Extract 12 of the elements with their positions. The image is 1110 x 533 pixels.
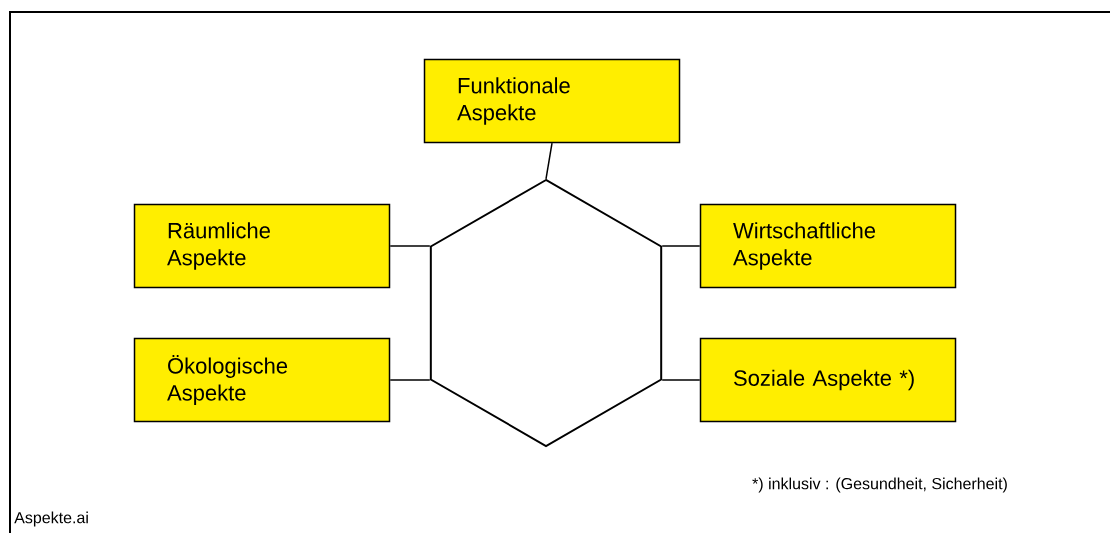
connector-line: [545, 142, 553, 180]
connector-line: [661, 379, 701, 381]
connector-line: [389, 379, 431, 381]
aspect-box: Wirtschaftliche Aspekte: [699, 203, 957, 289]
footnote: *) inklusiv : (Gesundheit, Sicherheit): [752, 477, 1007, 493]
connector-line: [661, 245, 701, 247]
aspect-box: Funktionale Aspekte: [423, 58, 681, 144]
aspect-box: Räumliche Aspekte: [133, 203, 391, 289]
file-name: Aspekte.ai: [14, 511, 88, 527]
connector-line: [389, 245, 431, 247]
aspect-box: Soziale Aspekte *): [699, 337, 957, 423]
aspect-box: Ökologische Aspekte: [133, 337, 391, 423]
